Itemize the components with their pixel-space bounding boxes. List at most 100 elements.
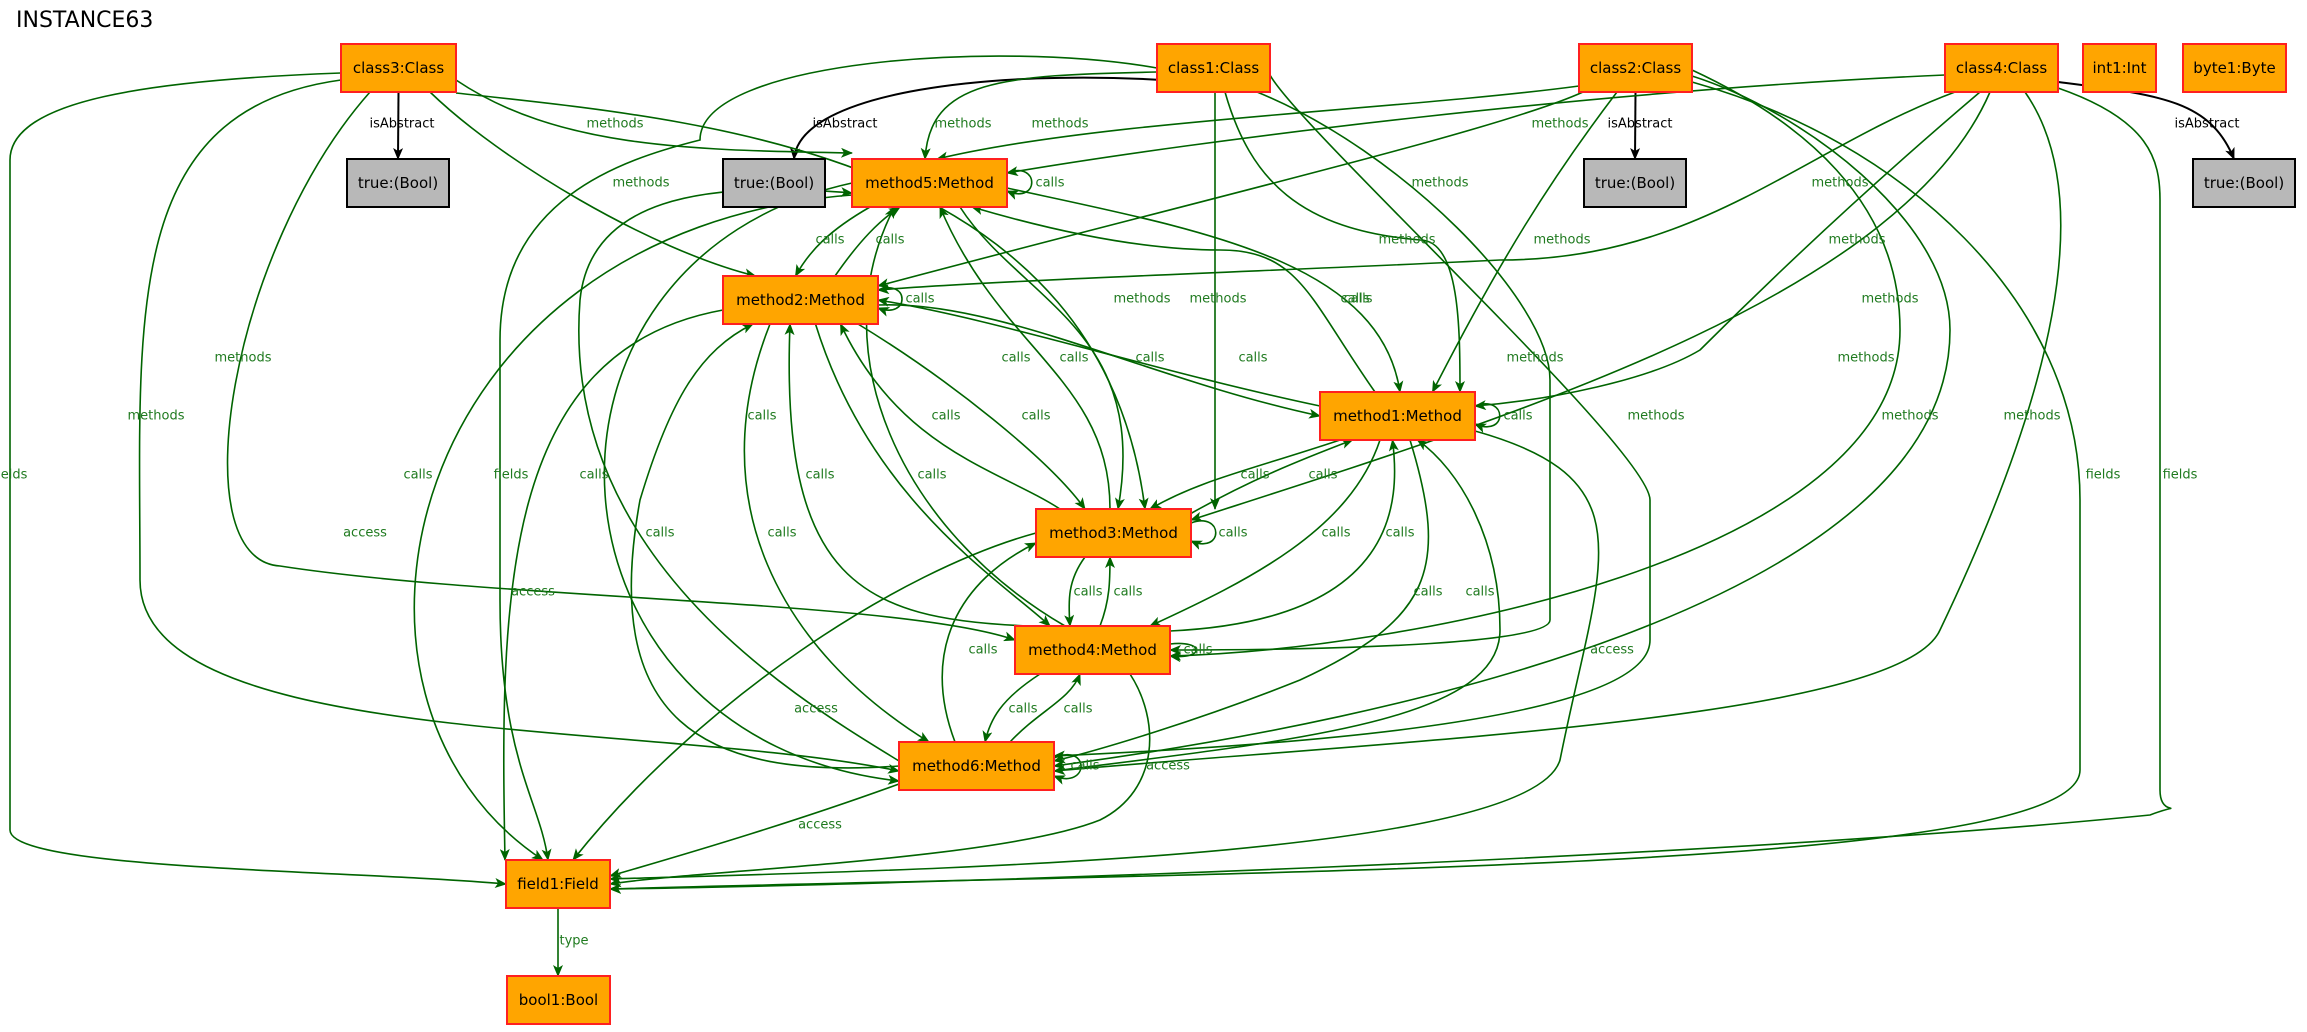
node-method4[interactable]: method4:Method xyxy=(1014,625,1171,675)
edge-class2-method4 xyxy=(1169,69,1901,661)
node-box-true2[interactable] xyxy=(1583,158,1687,208)
node-label-true2: true:(Bool) xyxy=(1595,174,1675,192)
edge-label-method1-method6: calls xyxy=(1413,585,1442,600)
edge-class4-method3 xyxy=(1190,91,1991,522)
node-box-class2[interactable] xyxy=(1578,43,1693,93)
edge-class2-field1 xyxy=(609,81,2081,894)
edge-label-method3-method4: calls xyxy=(1073,585,1102,600)
node-box-method1[interactable] xyxy=(1319,391,1476,441)
node-class2[interactable]: class2:Class xyxy=(1578,43,1693,93)
edge-method1-field1 xyxy=(609,430,1600,884)
node-box-int1[interactable] xyxy=(2082,43,2157,93)
edge-class1-method1 xyxy=(1224,91,1465,393)
node-box-class3[interactable] xyxy=(340,43,457,93)
edge-label-class2-field1: fields xyxy=(2086,468,2121,483)
node-method1[interactable]: method1:Method xyxy=(1319,391,1476,441)
edge-method6-method2 xyxy=(630,323,900,769)
edge-method5-method6 xyxy=(603,182,900,785)
node-true4[interactable]: true:(Bool) xyxy=(2192,158,2296,208)
edge-label-method4-self: calls xyxy=(1183,643,1212,658)
node-box-class4[interactable] xyxy=(1944,43,2059,93)
edge-label-class1-method4: methods xyxy=(1507,351,1564,366)
node-box-byte1[interactable] xyxy=(2182,43,2287,93)
node-box-class1[interactable] xyxy=(1156,43,1271,93)
edge-class2-method2 xyxy=(877,91,1584,288)
edge-label-method6-self: calls xyxy=(1070,759,1099,774)
edge-method3-method2 xyxy=(839,323,1061,510)
edge-label-method1-field1: access xyxy=(1590,643,1634,658)
edge-method4-field1 xyxy=(609,673,1151,888)
node-box-true4[interactable] xyxy=(2192,158,2296,208)
edge-label-method2-method1: calls xyxy=(1135,351,1164,366)
node-true3[interactable]: true:(Bool) xyxy=(346,158,450,208)
node-box-method3[interactable] xyxy=(1035,508,1192,558)
edge-method3-method5 xyxy=(939,206,1111,510)
node-byte1[interactable]: byte1:Byte xyxy=(2182,43,2287,93)
edge-class3-field1 xyxy=(9,72,507,888)
edge-class2-method1 xyxy=(1431,91,1618,393)
node-method2[interactable]: method2:Method xyxy=(722,275,879,325)
node-label-class4: class4:Class xyxy=(1956,59,2047,77)
edge-method2-field1 xyxy=(499,309,724,861)
edge-label-class3-method4: methods xyxy=(215,351,272,366)
node-true2[interactable]: true:(Bool) xyxy=(1583,158,1687,208)
node-label-method6: method6:Method xyxy=(912,757,1041,775)
edge-label-class3-field1: fields xyxy=(0,468,28,483)
node-label-class3: class3:Class xyxy=(353,59,444,77)
edge-label-method6-method2: calls xyxy=(645,526,674,541)
edge-method1-method4 xyxy=(1149,439,1381,627)
node-field1[interactable]: field1:Field xyxy=(505,859,611,909)
node-true1[interactable]: true:(Bool) xyxy=(722,158,826,208)
edge-label-class2-method4: methods xyxy=(1838,351,1895,366)
edge-label-class2-method5: methods xyxy=(1032,117,1089,132)
node-label-method5: method5:Method xyxy=(865,174,994,192)
edge-class2-method5 xyxy=(936,85,1580,162)
edge-method5-field1 xyxy=(413,194,853,861)
edge-method4-method6 xyxy=(982,673,1041,743)
edge-label-method4-method3: calls xyxy=(1113,585,1142,600)
edge-label-method4-method5: calls xyxy=(747,409,776,424)
node-method6[interactable]: method6:Method xyxy=(898,741,1055,791)
edge-label-class1-true1: isAbstract xyxy=(813,117,878,132)
edge-method5-method1 xyxy=(1006,187,1404,393)
edge-label-method2-field1: access xyxy=(511,585,555,600)
edge-method2-self xyxy=(877,287,903,317)
node-box-bool1[interactable] xyxy=(506,975,611,1025)
node-method5[interactable]: method5:Method xyxy=(851,158,1008,208)
node-class1[interactable]: class1:Class xyxy=(1156,43,1271,93)
node-method3[interactable]: method3:Method xyxy=(1035,508,1192,558)
node-box-method5[interactable] xyxy=(851,158,1008,208)
node-label-true1: true:(Bool) xyxy=(734,174,814,192)
node-bool1[interactable]: bool1:Bool xyxy=(506,975,611,1025)
edge-label-method5-method1: calls xyxy=(1340,292,1369,307)
edge-label-class4-method2: methods xyxy=(1812,176,1869,191)
node-label-field1: field1:Field xyxy=(517,875,599,893)
node-class4[interactable]: class4:Class xyxy=(1944,43,2059,93)
edge-label-method2-method4: calls xyxy=(917,468,946,483)
node-box-method2[interactable] xyxy=(722,275,879,325)
node-label-method2: method2:Method xyxy=(736,291,865,309)
edge-class1-true1 xyxy=(790,76,1163,160)
node-class3[interactable]: class3:Class xyxy=(340,43,457,93)
node-label-true3: true:(Bool) xyxy=(358,174,438,192)
node-box-field1[interactable] xyxy=(505,859,611,909)
node-box-true3[interactable] xyxy=(346,158,450,208)
edge-method5-method3 xyxy=(959,206,1125,510)
node-int1[interactable]: int1:Int xyxy=(2082,43,2157,93)
edge-method4-method2 xyxy=(784,323,1031,627)
edge-label-method2-method6: calls xyxy=(767,526,796,541)
edge-method3-self xyxy=(1190,520,1217,550)
node-box-method4[interactable] xyxy=(1014,625,1171,675)
edge-label-method1-method3: calls xyxy=(1240,468,1269,483)
edge-label-method1-method4: calls xyxy=(1321,526,1350,541)
edge-method6-method5 xyxy=(578,187,900,762)
edge-label-method4-method6: calls xyxy=(1008,702,1037,717)
node-label-class1: class1:Class xyxy=(1168,59,1259,77)
edge-label-method2-method3: calls xyxy=(1021,409,1050,424)
edge-method4-method3 xyxy=(1099,556,1115,627)
edge-label-class4-field1: fields xyxy=(2163,468,2198,483)
node-box-true1[interactable] xyxy=(722,158,826,208)
node-box-method6[interactable] xyxy=(898,741,1055,791)
edge-label-class3-method3: methods xyxy=(1114,292,1171,307)
